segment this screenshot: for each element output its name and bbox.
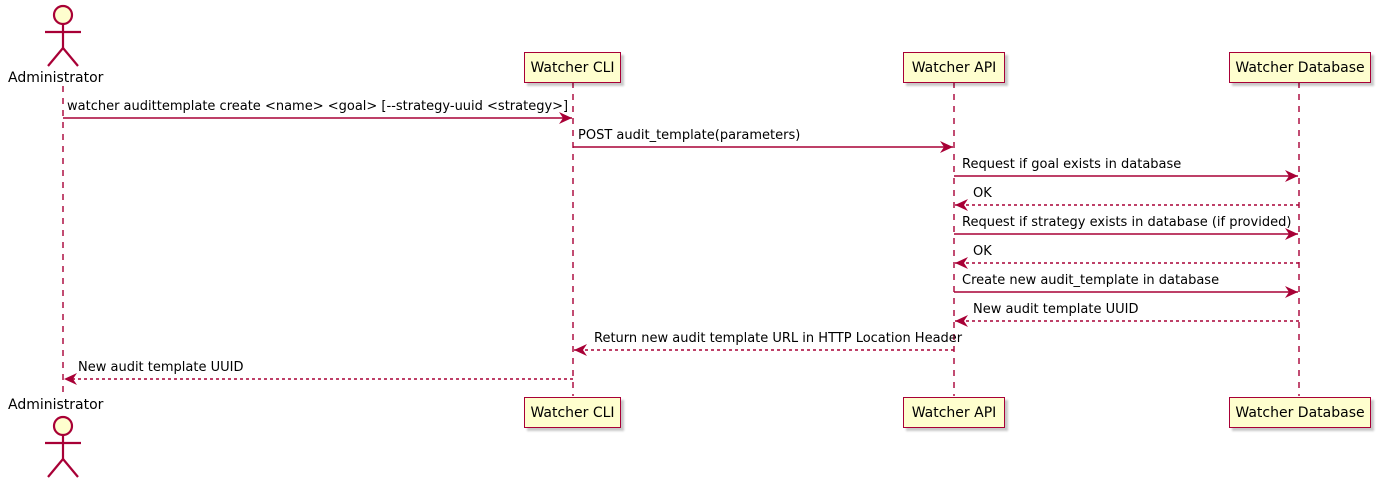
participant-label-api: Watcher API xyxy=(911,59,997,76)
message-label-10: New audit template UUID xyxy=(78,360,244,375)
participant-label-api-bottom: Watcher API xyxy=(911,404,997,421)
actor-administrator-top xyxy=(45,4,81,67)
participant-box-cli-top[interactable]: Watcher CLI xyxy=(524,52,621,83)
participant-box-api-top[interactable]: Watcher API xyxy=(903,52,1005,83)
participant-box-db-top[interactable]: Watcher Database xyxy=(1229,52,1371,83)
message-label-6: OK xyxy=(973,244,992,259)
participant-label-db: Watcher Database xyxy=(1235,59,1365,76)
message-label-5: Request if strategy exists in database (… xyxy=(962,215,1292,230)
participant-label-cli-bottom: Watcher CLI xyxy=(530,404,615,421)
message-label-9: Return new audit template URL in HTTP Lo… xyxy=(594,331,963,346)
actor-administrator-bottom xyxy=(45,415,81,478)
participant-label-cli: Watcher CLI xyxy=(530,59,615,76)
actor-label-administrator-bottom: Administrator xyxy=(8,397,104,413)
participant-label-db-bottom: Watcher Database xyxy=(1235,404,1365,421)
participant-box-db-bottom[interactable]: Watcher Database xyxy=(1229,397,1371,428)
actor-label-administrator-top: Administrator xyxy=(8,70,104,86)
message-label-3: Request if goal exists in database xyxy=(962,157,1182,172)
message-label-2: POST audit_template(parameters) xyxy=(578,128,801,143)
message-label-8: New audit template UUID xyxy=(973,302,1139,317)
participant-box-cli-bottom[interactable]: Watcher CLI xyxy=(524,397,621,428)
message-label-4: OK xyxy=(973,186,992,201)
message-label-7: Create new audit_template in database xyxy=(962,273,1220,288)
participant-box-api-bottom[interactable]: Watcher API xyxy=(903,397,1005,428)
message-label-1: watcher audittemplate create <name> <goa… xyxy=(67,99,569,114)
